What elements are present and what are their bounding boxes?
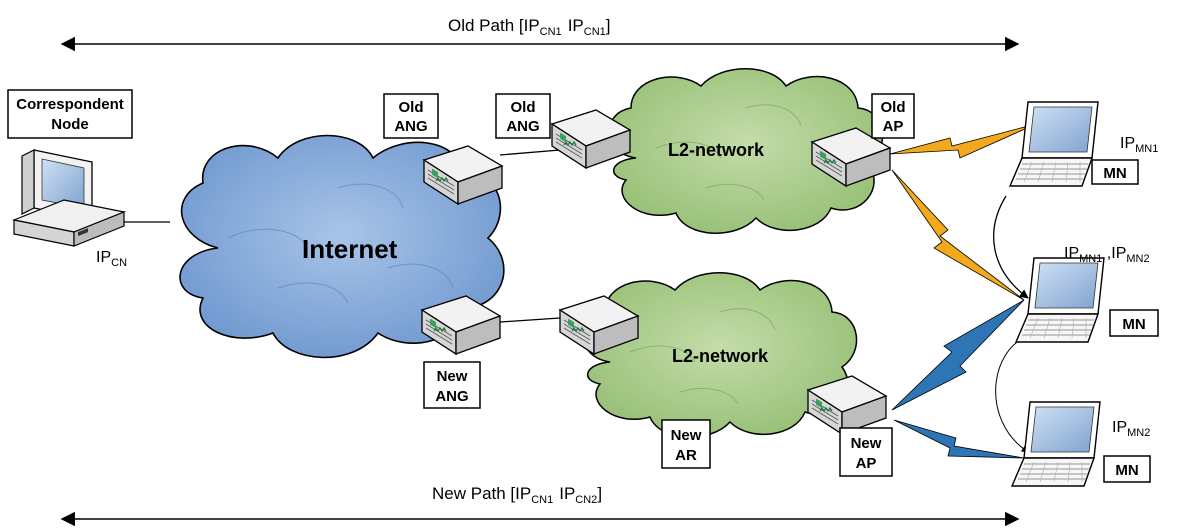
old-ang-label-box-2: Old ANG: [495, 93, 551, 139]
old-ap-label-box: Old AP: [871, 93, 915, 139]
ip-mn1-label: IPMN1: [1120, 135, 1158, 155]
l2-network-top-label: L2-network: [668, 140, 765, 160]
old-wireless-links: [889, 123, 1037, 301]
mn-move-arrow-2: [995, 335, 1029, 453]
svg-text:Old: Old: [399, 99, 424, 116]
svg-text:New: New: [851, 435, 882, 452]
correspondent-node-line1: Correspondent: [16, 96, 124, 113]
svg-text:MN: MN: [1122, 316, 1145, 333]
svg-text:Old: Old: [511, 99, 536, 116]
svg-text:ANG: ANG: [506, 118, 539, 135]
wired-links: [122, 149, 561, 323]
correspondent-node-label-box: Correspondent Node: [7, 89, 133, 139]
svg-text:New: New: [437, 368, 468, 385]
mn-label-box-1: MN: [1091, 159, 1139, 185]
lightning-link-icon: [891, 169, 1025, 301]
laptop-icon-mn-both: [1015, 257, 1105, 343]
svg-text:ANG: ANG: [394, 118, 427, 135]
mn-move-arrow-1: [993, 195, 1029, 299]
correspondent-node-line2: Node: [51, 116, 89, 133]
svg-text:Old: Old: [881, 99, 906, 116]
internet-label: Internet: [302, 234, 398, 264]
new-ap-label-box: New AP: [839, 427, 893, 477]
new-wireless-links: [891, 299, 1025, 459]
svg-text:MN: MN: [1115, 462, 1138, 479]
ip-cn-label: IPCN: [96, 249, 127, 269]
svg-text:MN: MN: [1103, 165, 1126, 182]
ip-mn-both-label: IPMN1 ,IPMN2: [1064, 245, 1150, 265]
old-ang-label-box-1: Old ANG: [383, 93, 439, 139]
laptop-icon-mn1: [1009, 101, 1099, 187]
svg-text:New: New: [671, 427, 702, 444]
l2-network-bottom-label: L2-network: [672, 346, 769, 366]
svg-text:AP: AP: [856, 455, 877, 472]
new-ang-label-box: New ANG: [423, 361, 481, 409]
ip-mn2-label: IPMN2: [1112, 419, 1150, 439]
svg-text:AP: AP: [883, 118, 904, 135]
mn-label-box-2: MN: [1109, 309, 1159, 337]
svg-text:AR: AR: [675, 447, 697, 464]
svg-text:ANG: ANG: [435, 388, 468, 405]
mn-label-box-3: MN: [1103, 455, 1151, 483]
new-ar-label-box: New AR: [661, 419, 711, 469]
desktop-computer-icon: [11, 149, 127, 247]
laptop-icon-mn2: [1011, 401, 1101, 487]
lightning-link-icon: [891, 299, 1025, 411]
